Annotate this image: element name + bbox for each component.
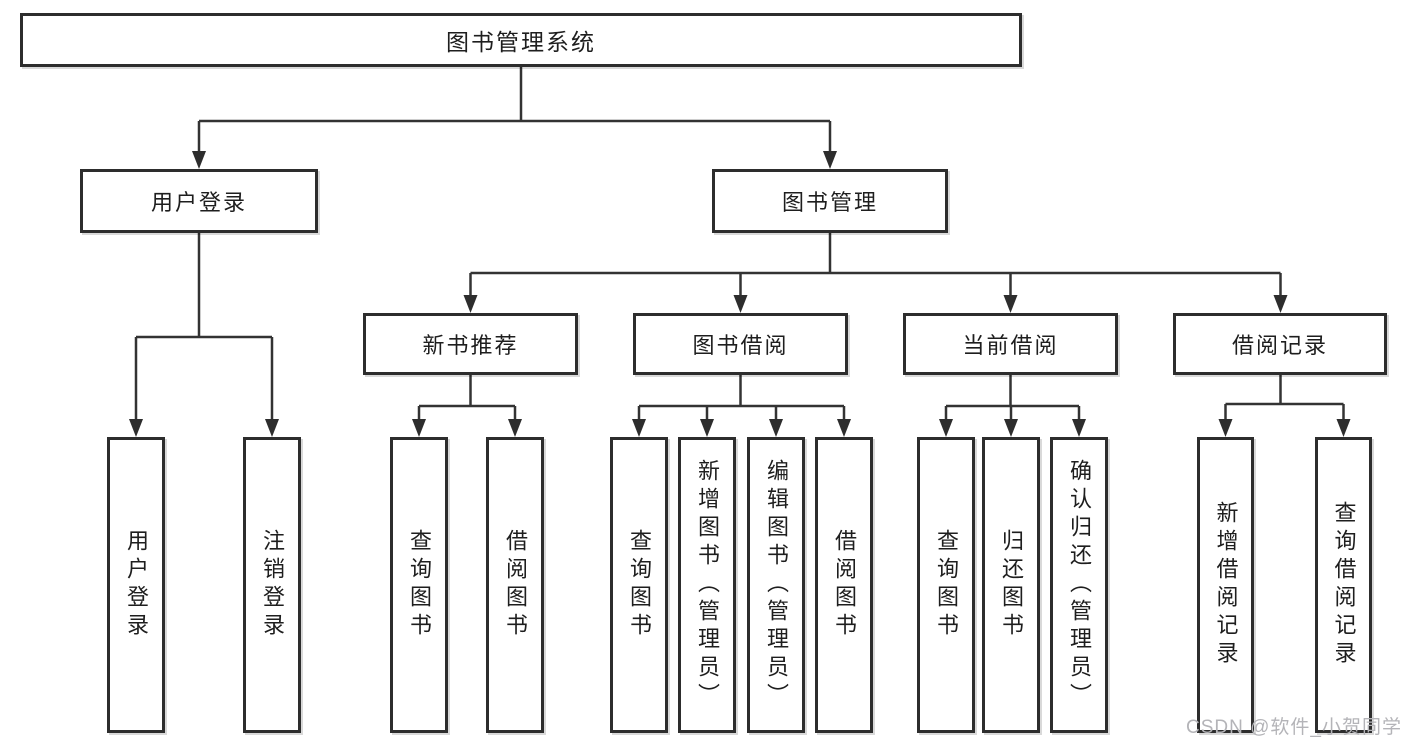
node-new-book-recommend: 新书推荐	[363, 313, 578, 375]
leaf-borrow-edit-books-admin: 编辑图书（管理员）	[747, 437, 805, 733]
leaf-logout: 注销登录	[243, 437, 301, 733]
node-current-borrowing: 当前借阅	[903, 313, 1118, 375]
node-book-management: 图书管理	[712, 169, 948, 233]
leaf-records-add-record-label: 新增借阅记录	[1213, 501, 1239, 669]
leaf-records-query-record: 查询借阅记录	[1315, 437, 1372, 733]
leaf-records-query-record-label: 查询借阅记录	[1331, 501, 1357, 669]
leaf-current-query-books: 查询图书	[917, 437, 975, 733]
leaf-current-query-books-label: 查询图书	[934, 529, 959, 641]
leaf-recommend-query-books-label: 查询图书	[407, 529, 432, 641]
leaf-user-login: 用户登录	[107, 437, 165, 733]
leaf-recommend-borrow-books: 借阅图书	[486, 437, 544, 733]
leaf-current-return-books-label: 归还图书	[999, 529, 1024, 641]
leaf-borrow-borrow-books-label: 借阅图书	[832, 529, 857, 641]
node-root-system: 图书管理系统	[20, 13, 1022, 67]
node-book-borrowing: 图书借阅	[633, 313, 848, 375]
leaf-recommend-query-books: 查询图书	[390, 437, 448, 733]
leaf-user-login-label: 用户登录	[124, 529, 149, 641]
leaf-current-return-books: 归还图书	[982, 437, 1040, 733]
node-user-login: 用户登录	[80, 169, 318, 233]
leaf-borrow-edit-books-admin-label: 编辑图书（管理员）	[764, 459, 789, 711]
node-borrowing-records: 借阅记录	[1173, 313, 1387, 375]
leaf-current-confirm-return-admin: 确认归还（管理员）	[1050, 437, 1108, 733]
leaf-current-confirm-return-admin-label: 确认归还（管理员）	[1067, 459, 1092, 711]
leaf-recommend-borrow-books-label: 借阅图书	[503, 529, 528, 641]
leaf-borrow-borrow-books: 借阅图书	[815, 437, 873, 733]
leaf-logout-label: 注销登录	[260, 529, 285, 641]
leaf-borrow-query-books: 查询图书	[610, 437, 668, 733]
csdn-watermark: CSDN @软件_小贺同学	[1186, 717, 1402, 738]
leaf-borrow-add-books-admin-label: 新增图书（管理员）	[695, 459, 720, 711]
leaf-borrow-add-books-admin: 新增图书（管理员）	[678, 437, 736, 733]
leaf-records-add-record: 新增借阅记录	[1197, 437, 1254, 733]
leaf-borrow-query-books-label: 查询图书	[627, 529, 652, 641]
